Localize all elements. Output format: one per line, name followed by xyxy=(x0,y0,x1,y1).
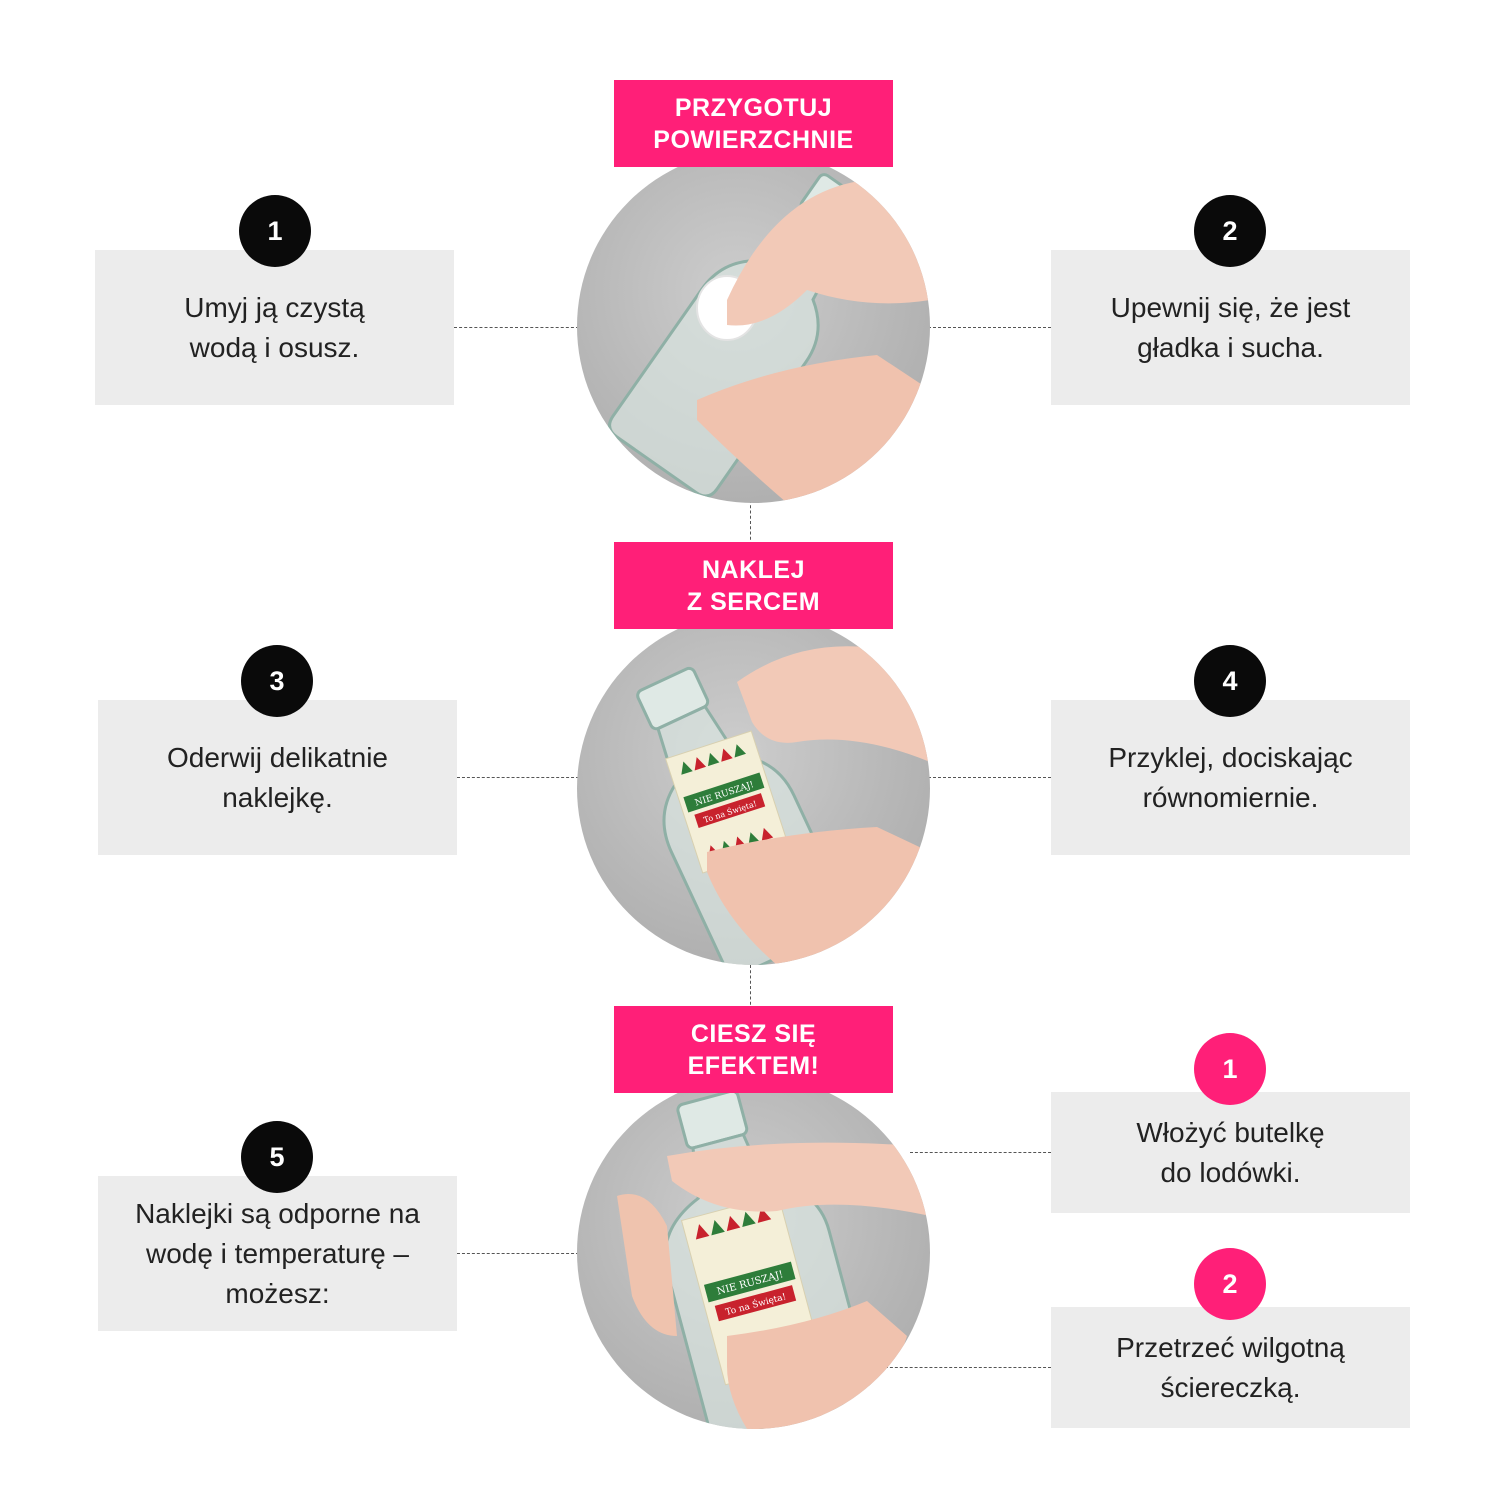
photo-applying-sticker: NIE RUSZAJ! To na Święta! xyxy=(577,612,930,965)
banner-line: CIESZ SIĘ xyxy=(690,1019,817,1048)
banner-line: EFEKTEM! xyxy=(687,1051,820,1080)
connector-vertical xyxy=(750,500,751,545)
step-text: wodę i temperaturę – xyxy=(145,1237,410,1269)
step-text: gładka i sucha. xyxy=(1137,331,1324,363)
step-badge-5: 5 xyxy=(241,1121,313,1193)
step-text: Umyj ją czystą xyxy=(184,291,365,323)
step-text: wodą i osusz. xyxy=(189,331,360,363)
step-card-2: Upewnij się, że jest gładka i sucha. xyxy=(1051,250,1410,405)
step-number: 3 xyxy=(269,665,285,696)
step-text: Oderwij delikatnie xyxy=(167,741,388,773)
step-text: możesz: xyxy=(225,1277,330,1309)
connector-line xyxy=(928,777,1051,778)
step-card-5: Naklejki są odporne na wodę i temperatur… xyxy=(98,1176,457,1331)
banner-line: NAKLEJ xyxy=(701,555,805,584)
option-card-1: Włożyć butelkę do lodówki. xyxy=(1051,1092,1410,1213)
connector-line xyxy=(454,327,579,328)
banner-line: Z SERCEM xyxy=(686,587,821,616)
step-text: Naklejki są odporne na xyxy=(135,1197,420,1229)
connector-line xyxy=(910,1152,1051,1153)
connector-line xyxy=(928,327,1051,328)
option-badge-2: 2 xyxy=(1194,1248,1266,1320)
option-number: 1 xyxy=(1222,1053,1238,1084)
step-badge-2: 2 xyxy=(1194,195,1266,267)
connector-line xyxy=(457,1253,579,1254)
step-badge-1: 1 xyxy=(239,195,311,267)
connector-line xyxy=(457,777,579,778)
step-text: równomiernie. xyxy=(1142,781,1319,813)
step-number: 5 xyxy=(269,1141,285,1172)
step-card-1: Umyj ją czystą wodą i osusz. xyxy=(95,250,454,405)
connector-line xyxy=(880,1367,1051,1368)
connector-vertical xyxy=(750,965,751,1010)
step-badge-4: 4 xyxy=(1194,645,1266,717)
option-card-2: Przetrzeć wilgotną ściereczką. xyxy=(1051,1307,1410,1428)
banner-line: POWIERZCHNIE xyxy=(653,125,854,154)
section-banner-enjoy: CIESZ SIĘ EFEKTEM! xyxy=(614,1006,893,1093)
step-number: 4 xyxy=(1222,665,1238,696)
banner-line: PRZYGOTUJ xyxy=(674,93,833,122)
section-banner-apply: NAKLEJ Z SERCEM xyxy=(614,542,893,629)
step-badge-3: 3 xyxy=(241,645,313,717)
photo-finished-bottle: NIE RUSZAJ! To na Święta! xyxy=(577,1076,930,1429)
option-badge-1: 1 xyxy=(1194,1033,1266,1105)
photo-cleaning-bottle xyxy=(577,150,930,503)
step-card-4: Przyklej, dociskając równomiernie. xyxy=(1051,700,1410,855)
option-text: Włożyć butelkę xyxy=(1136,1116,1325,1148)
option-text: ściereczką. xyxy=(1160,1371,1301,1403)
step-text: Upewnij się, że jest xyxy=(1110,291,1351,323)
step-number: 2 xyxy=(1222,215,1238,246)
step-card-3: Oderwij delikatnie naklejkę. xyxy=(98,700,457,855)
step-text: Przyklej, dociskając xyxy=(1108,741,1353,773)
option-text: Przetrzeć wilgotną xyxy=(1116,1331,1345,1363)
step-number: 1 xyxy=(267,215,283,246)
step-text: naklejkę. xyxy=(222,781,333,813)
option-number: 2 xyxy=(1222,1268,1238,1299)
section-banner-prepare: PRZYGOTUJ POWIERZCHNIE xyxy=(614,80,893,167)
option-text: do lodówki. xyxy=(1160,1156,1301,1188)
